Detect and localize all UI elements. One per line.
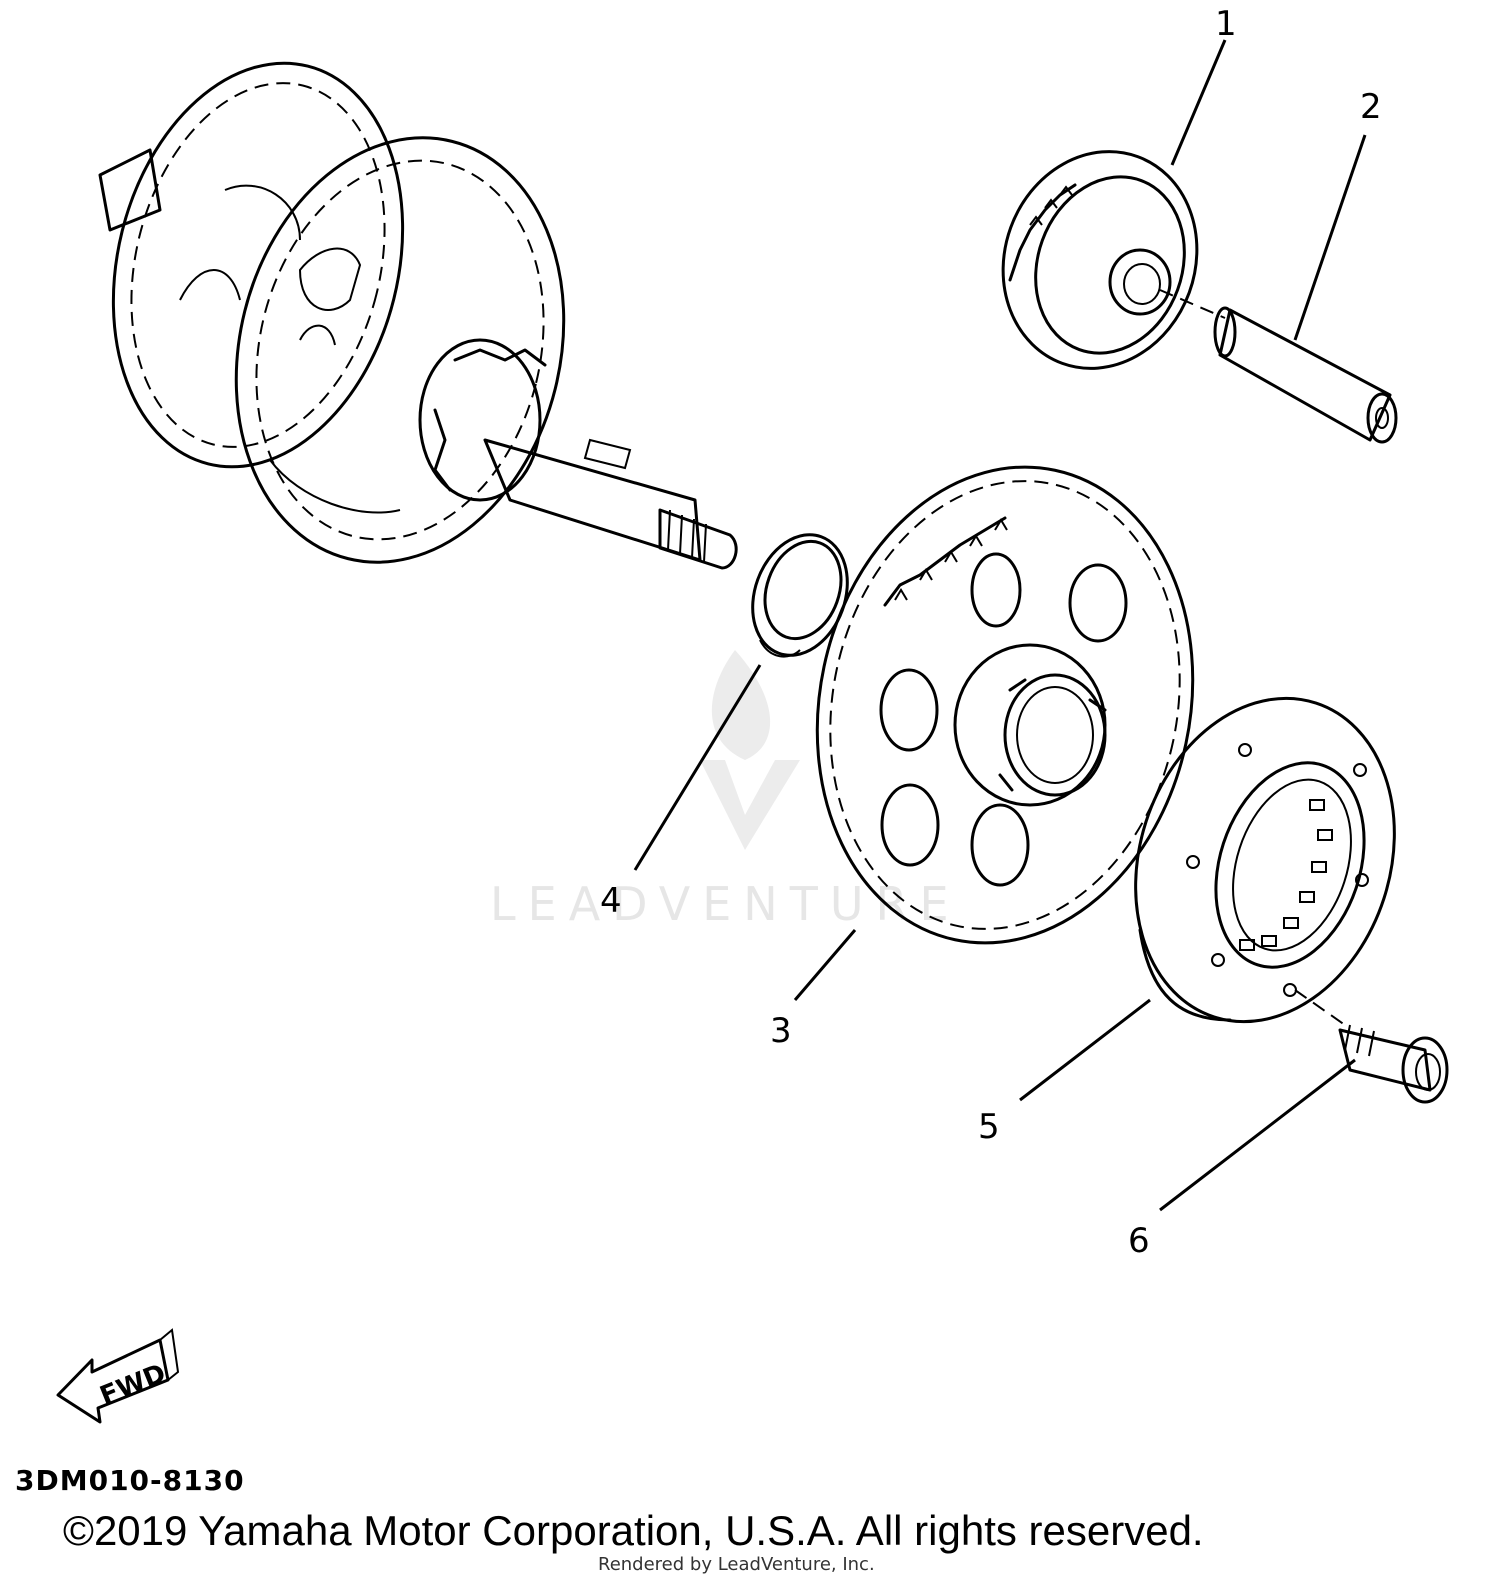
leader-6 — [1159, 1058, 1356, 1212]
crankshaft — [98, 61, 738, 570]
leader-1 — [1170, 39, 1227, 166]
leader-4 — [633, 664, 762, 871]
part-1-gear — [1001, 150, 1199, 370]
callout-3: 3 — [770, 1011, 792, 1051]
diagram-reference: 3DM010-8130 — [15, 1464, 245, 1497]
leadventure-watermark: LEADVENTURE — [490, 650, 961, 931]
part-3-starter-wheel — [815, 465, 1195, 945]
callout-5: 5 — [978, 1107, 1000, 1147]
callout-2: 2 — [1360, 87, 1382, 127]
part-4-washer — [751, 533, 849, 658]
copyright-text: ©2019 Yamaha Motor Corporation, U.S.A. A… — [63, 1507, 1204, 1554]
v-logo-icon — [700, 760, 800, 850]
leader-5 — [1019, 998, 1151, 1102]
part-2-shaft — [1159, 289, 1398, 444]
callout-4: 4 — [600, 881, 622, 921]
leader-lines — [633, 39, 1367, 1212]
watermark-text: LEADVENTURE — [490, 877, 961, 931]
fwd-arrow-icon: FWD — [56, 1328, 180, 1424]
flame-icon — [711, 650, 771, 760]
rendered-by-text: Rendered by LeadVenture, Inc. — [598, 1554, 875, 1575]
leader-2 — [1293, 134, 1367, 341]
leader-3 — [793, 929, 857, 1001]
callout-1: 1 — [1215, 4, 1237, 44]
part-5-one-way-clutch — [1134, 696, 1396, 1024]
callout-6: 6 — [1128, 1221, 1150, 1261]
part-6-bolt — [1294, 989, 1449, 1104]
